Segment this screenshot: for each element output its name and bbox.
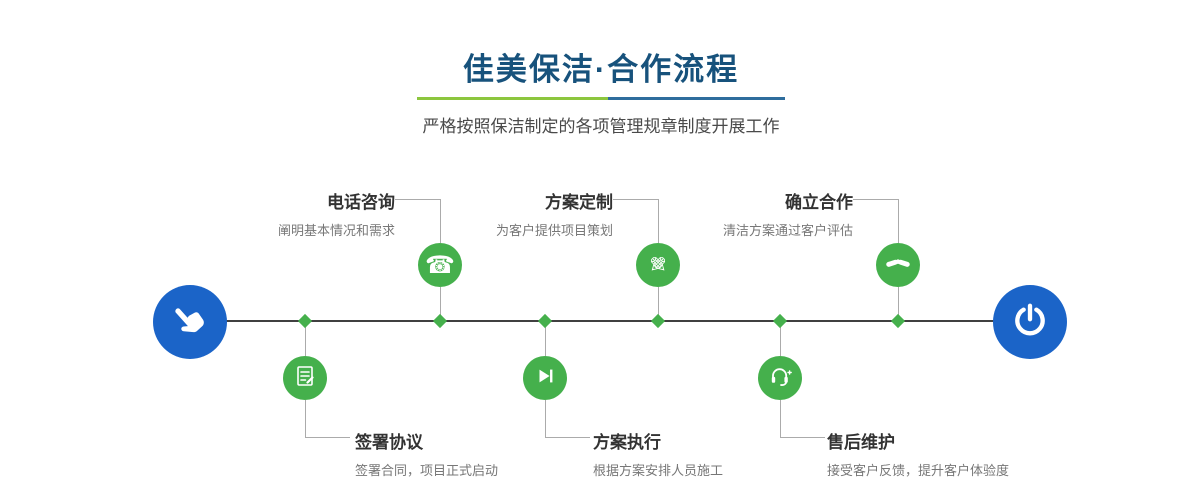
timeline-node-diamond xyxy=(432,313,448,329)
divider-blue-segment xyxy=(608,97,785,100)
connector-line xyxy=(545,323,546,356)
step-text-block: 方案定制 为客户提供项目策划 xyxy=(496,188,613,239)
step-circle-contract xyxy=(283,356,327,400)
step-title: 方案执行 xyxy=(593,433,661,452)
step-circle-play xyxy=(523,356,567,400)
step-title: 确立合作 xyxy=(785,193,853,212)
timeline-node-diamond xyxy=(772,313,788,329)
step-description: 接受客户反馈，提升客户体验度 xyxy=(827,463,1010,478)
handshake-icon xyxy=(885,250,911,281)
step-text-block: 签署协议 签署合同，项目正式启动 xyxy=(355,428,498,479)
headset-icon xyxy=(768,364,792,393)
step-title: 签署协议 xyxy=(355,433,423,452)
step-circle-handshake xyxy=(876,243,920,287)
step-circle-plan: ✎✎ xyxy=(636,243,680,287)
timeline-end-node xyxy=(993,285,1067,359)
hand-pointer-icon xyxy=(161,293,218,350)
step-text-block: 售后维护 接受客户反馈，提升客户体验度 xyxy=(827,428,1009,479)
connector-line xyxy=(305,323,306,356)
contract-icon xyxy=(293,364,317,393)
step-text-block: 电话咨询 阐明基本情况和需求 xyxy=(278,188,395,239)
step-circle-headset xyxy=(758,356,802,400)
page-title: 佳美保洁·合作流程 xyxy=(462,52,740,87)
step-description: 为客户提供项目策划 xyxy=(495,223,613,238)
step-title: 电话咨询 xyxy=(327,193,395,212)
step-text-block: 方案执行 根据方案安排人员施工 xyxy=(593,428,723,479)
connector-line xyxy=(780,437,825,438)
timeline-line xyxy=(203,320,1019,322)
step-description: 清洁方案通过客户评估 xyxy=(722,223,853,238)
crossed-pencils-icon: ✎✎ xyxy=(649,253,667,277)
page-subtitle: 严格按照保洁制定的各项管理规章制度开展工作 xyxy=(422,117,780,136)
step-description: 根据方案安排人员施工 xyxy=(593,463,724,478)
step-circle-phone: ☎ xyxy=(418,243,462,287)
play-icon xyxy=(534,365,556,392)
step-description: 阐明基本情况和需求 xyxy=(277,223,395,238)
timeline-node-diamond xyxy=(890,313,906,329)
timeline-start-node xyxy=(153,285,227,359)
divider-green-segment xyxy=(417,97,609,100)
step-description: 签署合同，项目正式启动 xyxy=(355,463,499,478)
connector-line xyxy=(545,400,546,437)
timeline-node-diamond xyxy=(650,313,666,329)
connector-line xyxy=(898,199,899,243)
connector-line xyxy=(440,199,441,243)
connector-line xyxy=(305,400,306,437)
step-text-block: 确立合作 清洁方案通过客户评估 xyxy=(723,188,853,239)
connector-line xyxy=(780,400,781,437)
timeline-node-diamond xyxy=(297,313,313,329)
connector-line xyxy=(853,199,898,200)
connector-line xyxy=(545,437,590,438)
connector-line xyxy=(613,199,658,200)
connector-line xyxy=(395,199,440,200)
title-divider xyxy=(417,97,785,100)
timeline-node-diamond xyxy=(537,313,553,329)
step-title: 售后维护 xyxy=(827,433,895,452)
power-icon xyxy=(1010,300,1050,345)
connector-line xyxy=(658,199,659,243)
step-title: 方案定制 xyxy=(545,193,613,212)
phone-icon: ☎ xyxy=(425,251,455,279)
connector-line xyxy=(305,437,350,438)
connector-line xyxy=(658,287,659,321)
connector-line xyxy=(898,287,899,321)
connector-line xyxy=(440,287,441,321)
connector-line xyxy=(780,323,781,356)
